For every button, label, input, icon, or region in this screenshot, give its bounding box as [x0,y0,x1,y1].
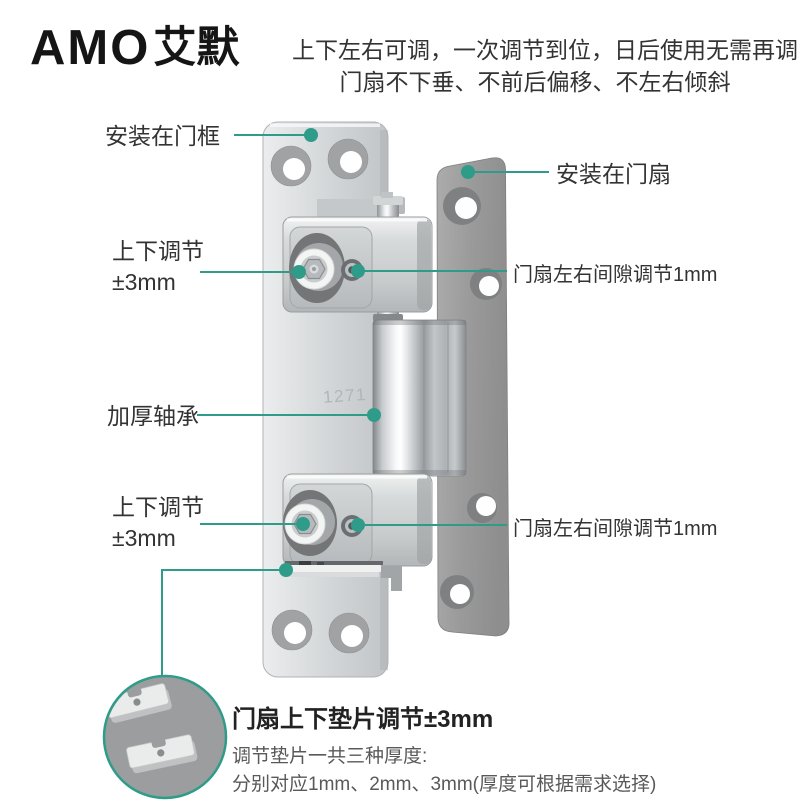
callout-bearing: 加厚轴承 [107,403,199,429]
headline-line1: 上下左右可调，一次调节到位，日后使用无需再调 [292,37,798,63]
callout-side-gap-top: 门扇左右间隙调节1mm [513,264,718,286]
shim-note-desc1: 调节垫片一共三种厚度: [232,746,428,767]
shim-stack [285,561,402,591]
callout-vertical-adjust-top-line1: 上下调节 [112,238,204,264]
shim-note: 门扇上下垫片调节±3mm 调节垫片一共三种厚度: 分别对应1mm、2mm、3mm… [232,699,656,797]
shim-detail-inset [102,674,228,800]
callout-vertical-adjust-bottom: 上下调节 ±3mm [112,492,204,554]
frame-plate-screw-holes [270,138,370,654]
shim-piece-2 [126,734,198,774]
leaf-plate [436,157,510,637]
callout-side-gap-bottom: 门扇左右间隙调节1mm [513,518,718,540]
brand-logo-latin: AMO [30,21,151,75]
callout-install-leaf: 安装在门扇 [556,161,671,187]
shim-note-title: 门扇上下垫片调节±3mm [232,706,494,733]
callout-dots [279,128,475,577]
brand-logo-chinese: 艾默 [153,24,240,72]
brand-logo: AMO 艾默 [30,22,239,74]
shim-note-desc2: 分别对应1mm、2mm、3mm(厚度可根据需求选择) [232,774,657,795]
shim-piece-1 [105,683,172,723]
leaf-plate-screw-holes [440,187,502,609]
headline-line2: 门扇不下垂、不前后偏移、不左右倾斜 [339,69,731,95]
callout-vertical-adjust-top: 上下调节 ±3mm [112,236,204,298]
callout-lines [161,134,549,677]
callout-install-frame: 安装在门框 [105,123,220,149]
callout-vertical-adjust-bottom-line2: ±3mm [112,525,176,551]
headline: 上下左右可调，一次调节到位，日后使用无需再调 门扇不下垂、不前后偏移、不左右倾斜 [292,34,798,98]
engraved-model-number: 1271 [323,385,368,407]
callout-vertical-adjust-bottom-line1: 上下调节 [112,494,204,520]
callout-vertical-adjust-top-line2: ±3mm [112,269,176,295]
